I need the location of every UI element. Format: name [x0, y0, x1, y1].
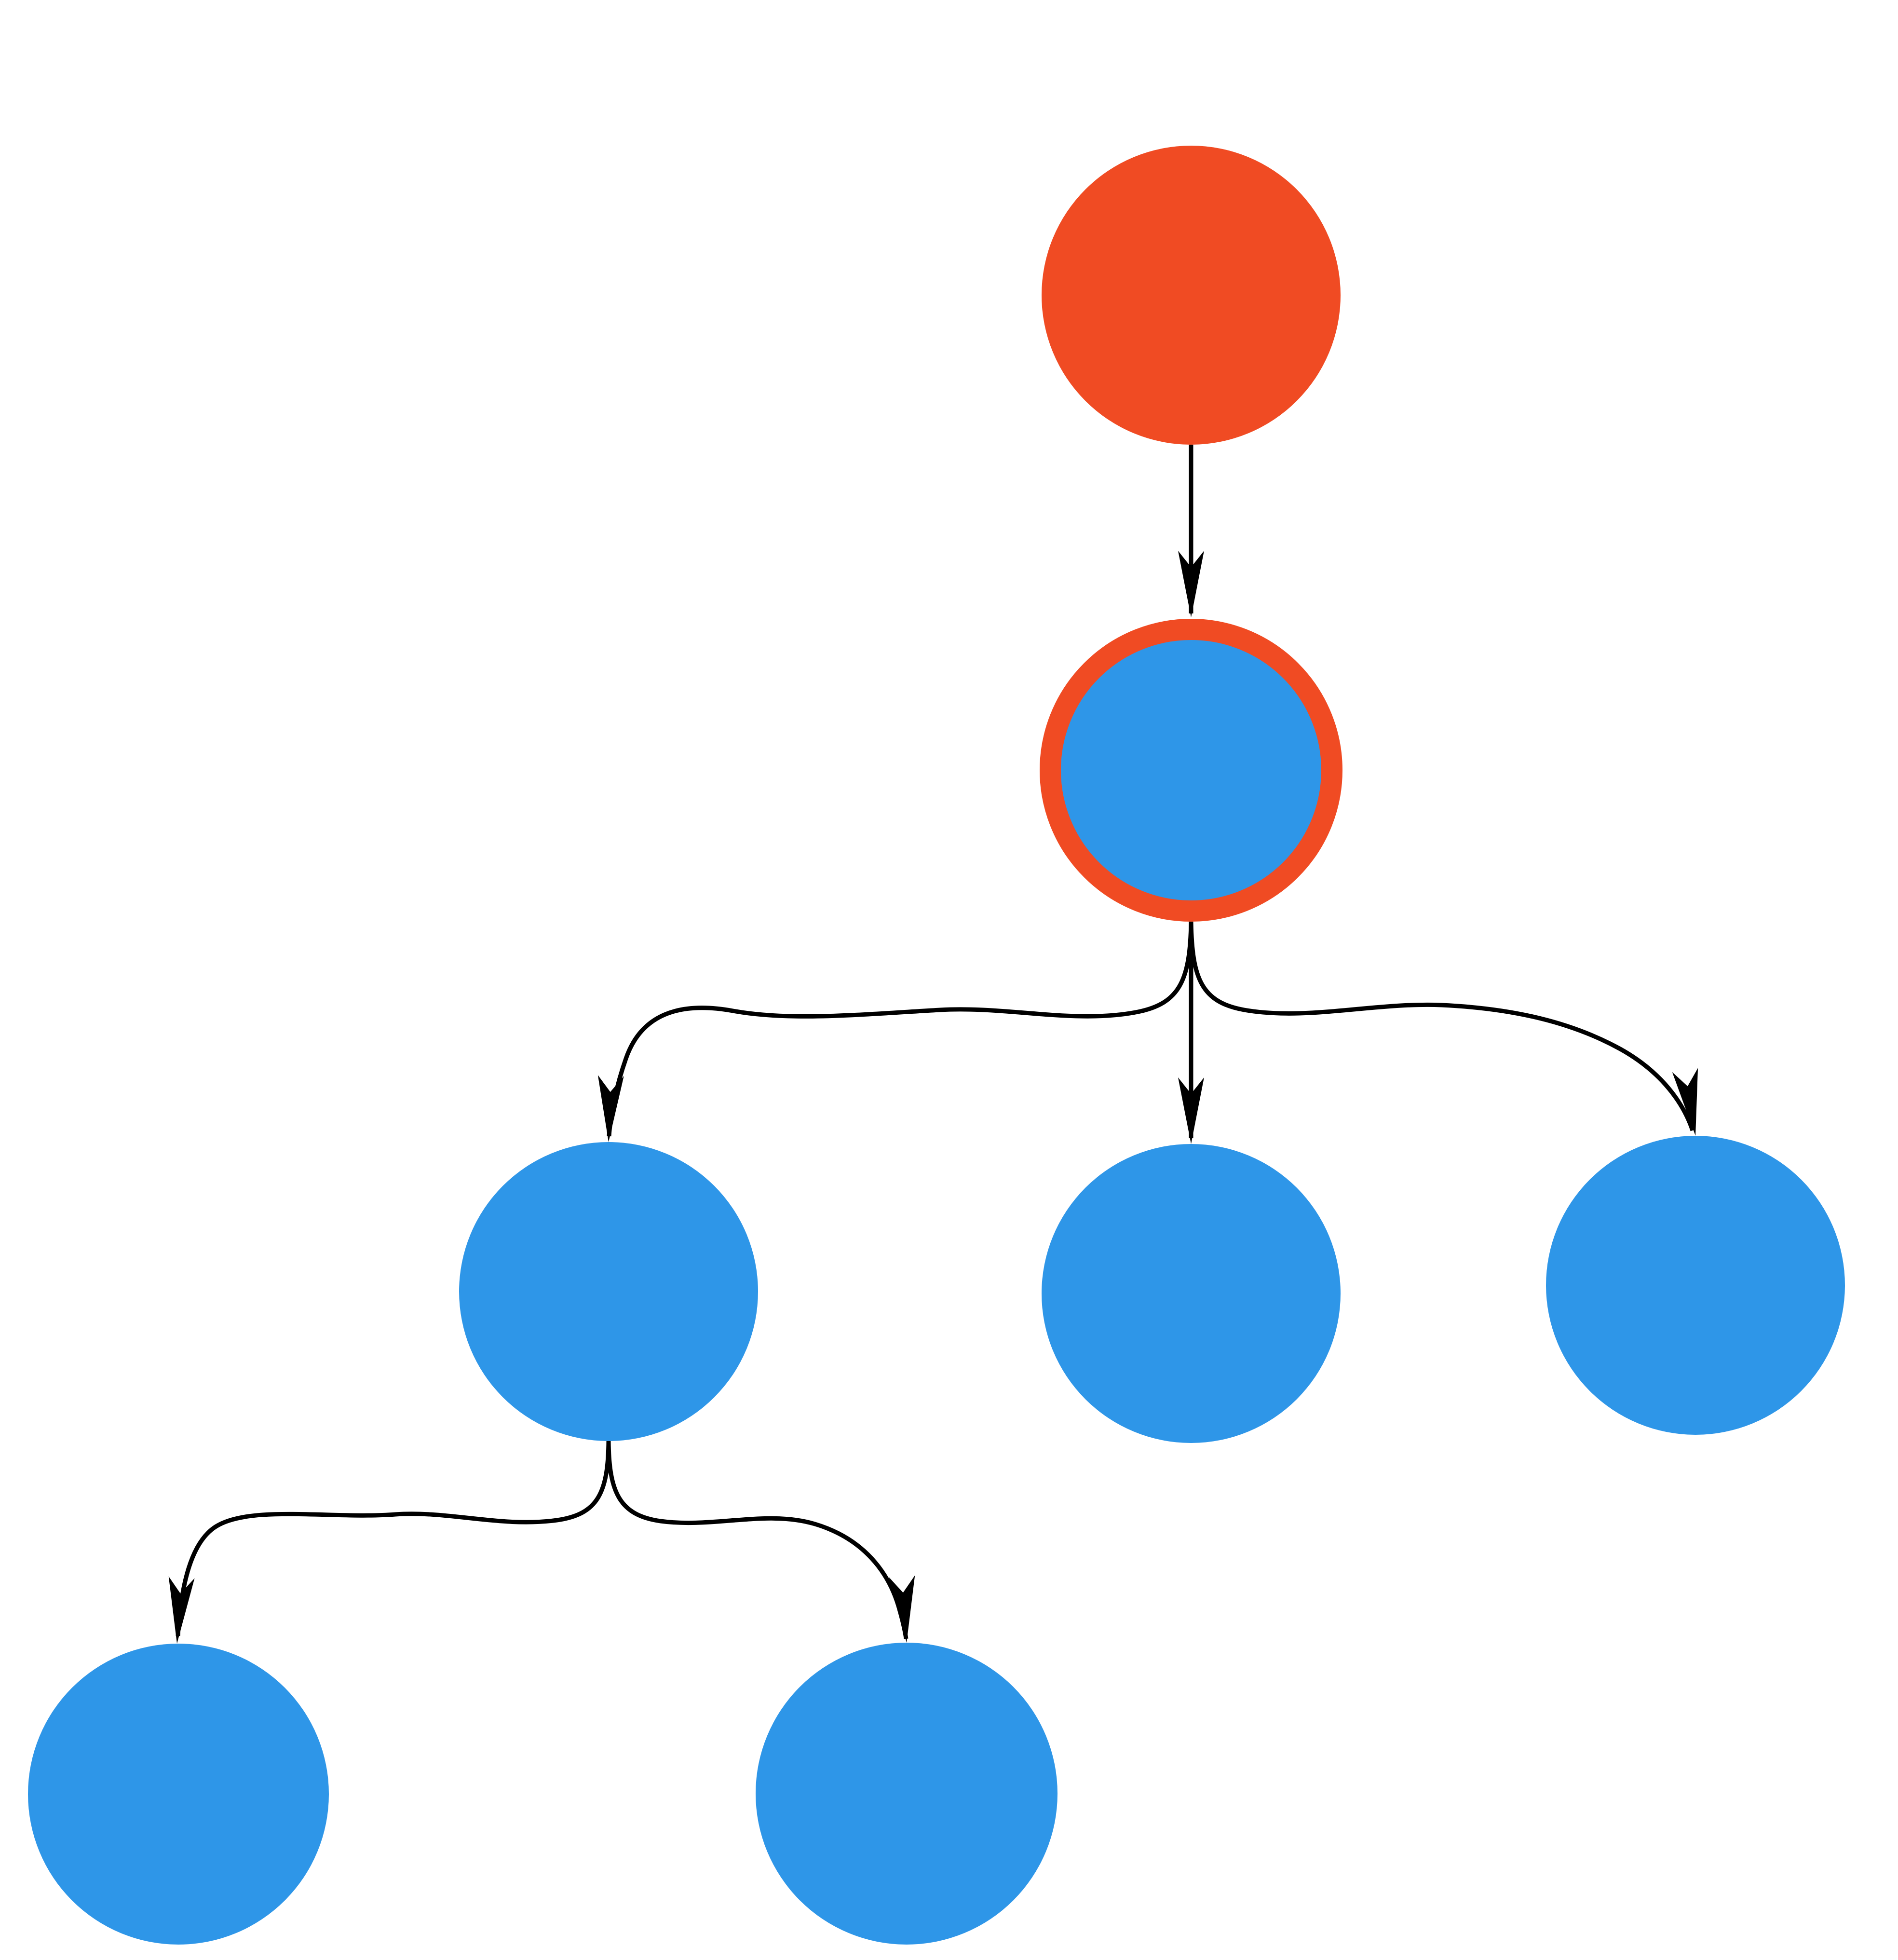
- tree-node-b: [459, 1142, 758, 1441]
- tree-edge-b-e: [176, 1441, 611, 1636]
- tree-node-c: [1042, 1144, 1341, 1443]
- tree-edge-a-b: [607, 921, 1193, 1137]
- tree-node-d: [1546, 1136, 1845, 1435]
- tree-edge-a-d: [1189, 921, 1695, 1131]
- node-layer: [28, 146, 1845, 1945]
- edge-layer: [168, 445, 1698, 1644]
- tree-edge-b-f: [606, 1441, 908, 1639]
- tree-node-a: [1040, 619, 1342, 922]
- arrowhead-icon: [1672, 1068, 1698, 1136]
- tree-node-f: [756, 1643, 1057, 1945]
- arrowhead-icon: [168, 1576, 195, 1644]
- arrowhead-icon: [889, 1575, 915, 1643]
- arrowhead-icon: [1178, 1077, 1204, 1144]
- arrowhead-icon: [1178, 551, 1204, 617]
- arrowhead-icon: [597, 1075, 624, 1142]
- tree-node-root: [1042, 146, 1341, 445]
- tree-node-e: [28, 1644, 329, 1945]
